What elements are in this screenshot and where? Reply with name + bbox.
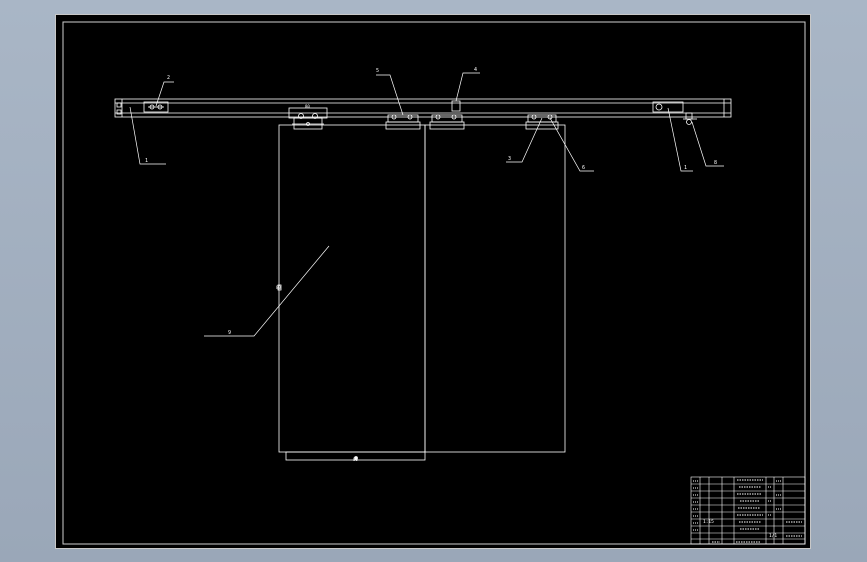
callout-9: 9 (228, 330, 231, 336)
callout-8: 8 (714, 160, 717, 166)
callout-1-right: 1 (684, 165, 687, 171)
title-block (690, 476, 806, 545)
title-block-text: 1:15 1/1 (703, 519, 777, 539)
dim-hanger-top: 80 (305, 104, 310, 109)
cad-drawing: 1 2 3 4 5 6 1 8 9 80 80 80 (62, 21, 806, 545)
callout-2: 2 (167, 75, 170, 81)
callout-6: 6 (582, 165, 585, 171)
leader-lines (129, 72, 724, 337)
callout-5: 5 (376, 68, 379, 74)
track-rail (114, 98, 732, 125)
door-leaves (277, 124, 566, 461)
right-door-leaf (424, 124, 566, 453)
dim-door-bottom: 80 (353, 457, 358, 462)
drawing-sheet: 1 2 3 4 5 6 1 8 9 80 80 80 (55, 14, 811, 549)
title-block-sheet: 1/1 (769, 533, 777, 539)
left-door-leaf (278, 124, 426, 453)
dim-door-side: 80 (276, 285, 281, 290)
callout-1-left: 1 (145, 158, 148, 164)
drawing-border (62, 21, 806, 545)
callout-labels: 1 2 3 4 5 6 1 8 9 80 80 80 (145, 67, 717, 462)
callout-4: 4 (474, 67, 477, 73)
callout-3: 3 (508, 156, 511, 162)
bottom-guide (285, 451, 426, 461)
title-block-scale: 1:15 (703, 519, 714, 525)
hanger-rollers (288, 100, 559, 130)
